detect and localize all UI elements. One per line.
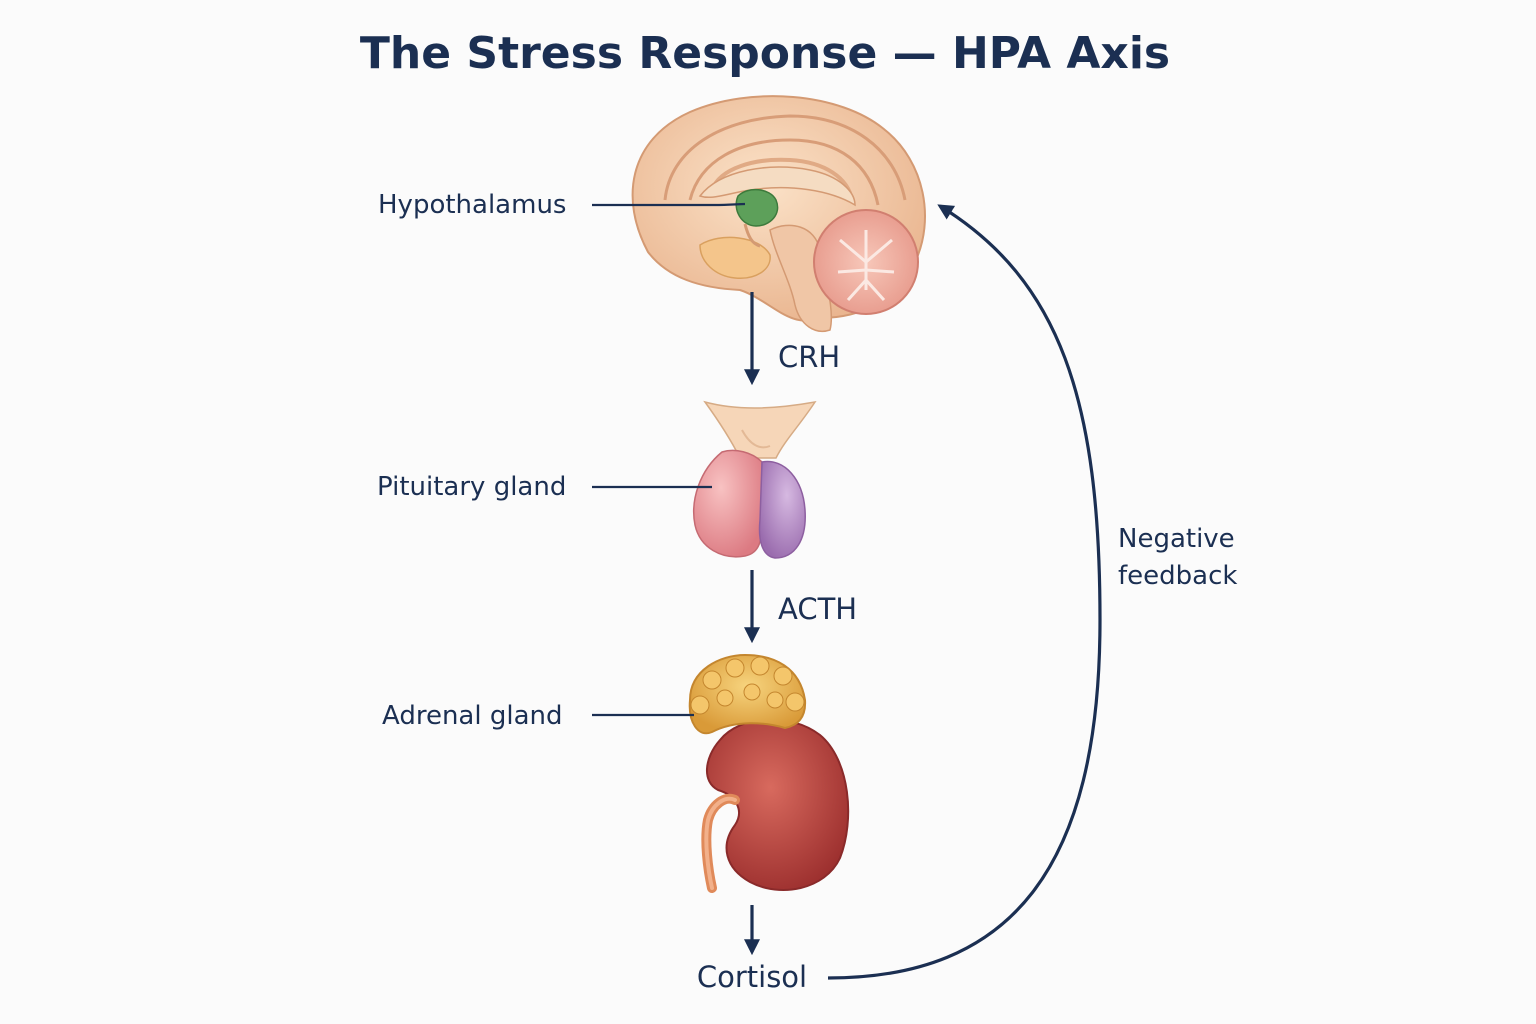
leader-hypothalamus bbox=[592, 202, 746, 207]
label-crh: CRH bbox=[778, 340, 840, 374]
label-feedback-line1: Negative bbox=[1118, 524, 1235, 554]
brain-illustration bbox=[631, 95, 926, 332]
label-feedback-line2: feedback bbox=[1118, 561, 1237, 591]
label-acth: ACTH bbox=[778, 592, 857, 626]
adrenal-kidney-illustration bbox=[688, 653, 850, 893]
arrow-negative-feedback bbox=[827, 204, 1102, 980]
label-adrenal: Adrenal gland bbox=[382, 701, 563, 731]
page-title: The Stress Response — HPA Axis bbox=[360, 28, 1170, 79]
label-cortisol: Cortisol bbox=[697, 960, 807, 994]
label-pituitary: Pituitary gland bbox=[377, 472, 566, 502]
pituitary-illustration bbox=[693, 400, 817, 559]
label-hypothalamus: Hypothalamus bbox=[378, 190, 566, 220]
